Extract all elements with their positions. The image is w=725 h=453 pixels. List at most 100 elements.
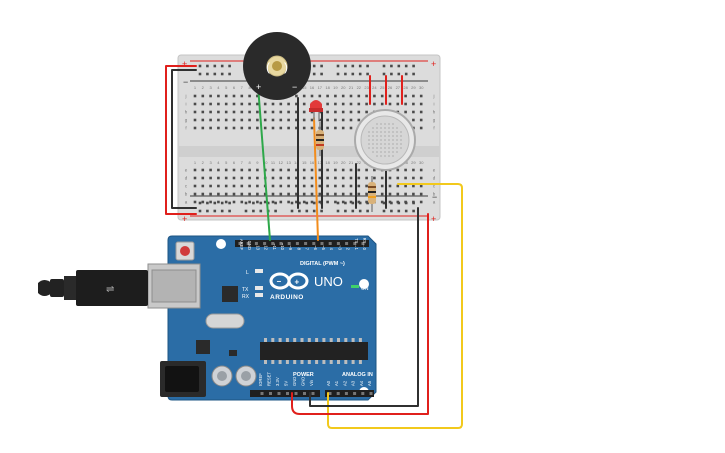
- breadboard-hole[interactable]: [380, 192, 384, 196]
- breadboard-hole[interactable]: [396, 102, 400, 106]
- breadboard-hole[interactable]: [271, 184, 275, 188]
- breadboard-hole[interactable]: [341, 110, 345, 114]
- breadboard-hole[interactable]: [326, 184, 329, 188]
- breadboard-hole[interactable]: [263, 192, 267, 196]
- rail-hole[interactable]: [412, 64, 415, 68]
- rail-hole[interactable]: [259, 209, 263, 213]
- breadboard-hole[interactable]: [326, 110, 329, 114]
- header-pin[interactable]: [353, 392, 357, 395]
- breadboard-hole[interactable]: [295, 102, 298, 106]
- rail-hole[interactable]: [305, 209, 309, 213]
- rail-hole[interactable]: [366, 64, 369, 68]
- breadboard-hole[interactable]: [341, 168, 345, 172]
- breadboard-hole[interactable]: [240, 118, 244, 122]
- breadboard-hole[interactable]: [279, 168, 283, 172]
- breadboard-hole[interactable]: [201, 176, 205, 180]
- breadboard-hole[interactable]: [388, 200, 392, 204]
- header-pin[interactable]: [294, 392, 298, 395]
- breadboard-hole[interactable]: [287, 168, 290, 172]
- header-pin[interactable]: [303, 392, 306, 395]
- breadboard-hole[interactable]: [396, 184, 400, 188]
- breadboard-hole[interactable]: [271, 168, 275, 172]
- breadboard-hole[interactable]: [357, 184, 361, 188]
- header-pin[interactable]: [254, 242, 258, 245]
- breadboard-hole[interactable]: [193, 102, 197, 106]
- breadboard-hole[interactable]: [209, 102, 212, 106]
- sensor-resistor[interactable]: [368, 176, 376, 212]
- header-pin[interactable]: [361, 392, 365, 395]
- breadboard-hole[interactable]: [279, 102, 283, 106]
- header-pin[interactable]: [304, 242, 308, 245]
- breadboard-hole[interactable]: [318, 200, 322, 204]
- rail-hole[interactable]: [358, 209, 362, 213]
- breadboard-hole[interactable]: [318, 192, 322, 196]
- header-pin[interactable]: [277, 392, 281, 395]
- breadboard-hole[interactable]: [380, 176, 384, 180]
- rail-hole[interactable]: [320, 64, 323, 68]
- breadboard-hole[interactable]: [201, 192, 205, 196]
- breadboard-hole[interactable]: [310, 94, 314, 98]
- breadboard-hole[interactable]: [256, 184, 259, 188]
- rail-hole[interactable]: [213, 72, 217, 76]
- breadboard-hole[interactable]: [419, 192, 423, 196]
- breadboard-hole[interactable]: [326, 118, 329, 122]
- rail-hole[interactable]: [213, 201, 217, 205]
- breadboard-hole[interactable]: [310, 184, 314, 188]
- breadboard-hole[interactable]: [341, 176, 345, 180]
- breadboard-hole[interactable]: [302, 168, 306, 172]
- rail-hole[interactable]: [312, 201, 316, 205]
- breadboard-hole[interactable]: [232, 176, 236, 180]
- breadboard-hole[interactable]: [357, 200, 361, 204]
- rail-hole[interactable]: [351, 201, 355, 205]
- rail-hole[interactable]: [206, 209, 209, 213]
- breadboard-hole[interactable]: [240, 110, 244, 114]
- breadboard-hole[interactable]: [224, 110, 228, 114]
- breadboard-hole[interactable]: [396, 168, 400, 172]
- rail-hole[interactable]: [344, 209, 347, 213]
- breadboard-hole[interactable]: [209, 184, 212, 188]
- breadboard-hole[interactable]: [419, 168, 423, 172]
- breadboard-hole[interactable]: [248, 184, 251, 188]
- breadboard-hole[interactable]: [209, 110, 212, 114]
- breadboard-hole[interactable]: [334, 184, 337, 188]
- breadboard-hole[interactable]: [295, 94, 298, 98]
- rail-hole[interactable]: [382, 201, 386, 205]
- rail-hole[interactable]: [220, 201, 224, 205]
- breadboard-hole[interactable]: [326, 192, 329, 196]
- rail-hole[interactable]: [336, 201, 340, 205]
- breadboard-hole[interactable]: [263, 118, 267, 122]
- breadboard-hole[interactable]: [396, 176, 400, 180]
- wire-black-rail-link[interactable]: [171, 69, 197, 209]
- red-led[interactable]: [309, 100, 323, 120]
- breadboard-hole[interactable]: [287, 118, 290, 122]
- breadboard-hole[interactable]: [248, 200, 251, 204]
- gas-sensor[interactable]: [354, 109, 416, 171]
- breadboard-hole[interactable]: [334, 118, 337, 122]
- rail-hole[interactable]: [344, 201, 347, 205]
- breadboard-hole[interactable]: [193, 126, 197, 130]
- breadboard-hole[interactable]: [271, 192, 275, 196]
- breadboard-hole[interactable]: [404, 94, 407, 98]
- header-pin[interactable]: [344, 392, 348, 395]
- rail-hole[interactable]: [206, 72, 209, 76]
- breadboard-hole[interactable]: [193, 200, 197, 204]
- breadboard-hole[interactable]: [256, 192, 259, 196]
- breadboard-hole[interactable]: [248, 110, 251, 114]
- breadboard-hole[interactable]: [271, 126, 275, 130]
- rail-hole[interactable]: [213, 64, 217, 68]
- breadboard-hole[interactable]: [217, 94, 220, 98]
- rail-hole[interactable]: [290, 209, 294, 213]
- breadboard-hole[interactable]: [295, 110, 298, 114]
- breadboard-hole[interactable]: [365, 176, 368, 180]
- breadboard-hole[interactable]: [256, 126, 259, 130]
- rail-hole[interactable]: [351, 209, 355, 213]
- breadboard-hole[interactable]: [209, 192, 212, 196]
- breadboard-hole[interactable]: [357, 192, 361, 196]
- header-pin[interactable]: [361, 242, 365, 245]
- breadboard-hole[interactable]: [412, 102, 415, 106]
- breadboard-hole[interactable]: [232, 126, 236, 130]
- rail-hole[interactable]: [366, 72, 369, 76]
- breadboard-hole[interactable]: [271, 110, 275, 114]
- breadboard-hole[interactable]: [302, 102, 306, 106]
- header-pin[interactable]: [260, 392, 264, 395]
